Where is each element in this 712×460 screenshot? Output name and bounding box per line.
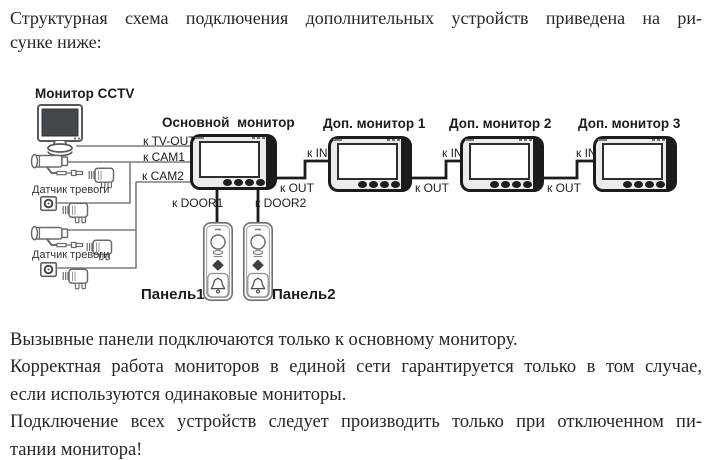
monitor-logo-mark (333, 139, 342, 141)
monitor-top-marks (252, 137, 265, 139)
monitor-screen (199, 141, 260, 178)
monitor-button (245, 179, 254, 186)
monitor-button (645, 181, 654, 188)
cctv-monitor-label: Монитор CCTV (35, 86, 135, 101)
additional-monitor-3 (593, 136, 677, 192)
monitor-button (490, 181, 499, 188)
port-label-cam2: к CAM2 (142, 169, 184, 183)
intro-line-1: Структурная схема подключения дополнител… (10, 8, 702, 28)
monitor-top-marks (519, 139, 532, 141)
port-label-in-dop2: к IN (442, 146, 463, 160)
monitor-screen (337, 143, 398, 180)
monitor-button (223, 179, 232, 186)
cctv-monitor-icon (37, 104, 83, 157)
power-adapter-icon (62, 202, 89, 224)
wire-out-main-to-in1 (275, 159, 330, 180)
alarm-sensor-icon (39, 261, 58, 278)
panel1-label: Панель1 (141, 286, 205, 303)
monitor-button (380, 181, 389, 188)
alarm-sensor-1-label: Датчик тревоги (32, 184, 110, 196)
wire-sensor2-junction (57, 182, 137, 269)
wire-out1-to-in2 (410, 159, 462, 180)
monitor-logo-mark (195, 137, 204, 139)
power-adapter-icon (62, 268, 89, 290)
monitor-button (358, 181, 367, 188)
additional-monitor-2-label: Доп. монитор 2 (449, 116, 552, 131)
note-line-4: Подключение всех устройств следует произ… (10, 412, 702, 433)
monitor-button (501, 181, 510, 188)
port-label-door2: к DOOR2 (255, 196, 307, 210)
monitor-button (369, 181, 378, 188)
monitor-button (234, 179, 243, 186)
monitor-button (623, 181, 632, 188)
main-monitor (190, 134, 277, 190)
additional-monitor-1 (328, 136, 412, 192)
monitor-buttons (490, 181, 532, 188)
monitor-speaker (391, 181, 400, 188)
monitor-top-marks (652, 139, 665, 141)
wire-sensor1-junction (57, 162, 131, 204)
port-label-tv-out: к TV-OUT (143, 134, 196, 148)
monitor-speaker (656, 181, 665, 188)
monitor-button (512, 181, 521, 188)
monitor-buttons (623, 181, 665, 188)
monitor-speaker (256, 179, 265, 186)
monitor-top-marks (387, 139, 400, 141)
alarm-sensor-icon (39, 195, 58, 212)
monitor-buttons (223, 179, 265, 186)
intro-line-2: сунке ниже: (10, 32, 102, 52)
additional-monitor-2 (460, 136, 544, 192)
main-monitor-label: Основной монитор (162, 115, 295, 130)
chain-wires (215, 159, 595, 223)
door-panel1-icon (203, 222, 233, 302)
note-line-5: тании монитора! (10, 439, 143, 460)
wire-out2-to-in3 (542, 159, 595, 180)
port-label-in-dop3: к IN (576, 146, 597, 160)
note-line-2: Корректная работа мониторов в единой сет… (10, 357, 702, 378)
note-line-3: если используются одинаковые мониторы. (10, 384, 347, 405)
door-panel2-icon (243, 222, 274, 302)
monitor-button (634, 181, 643, 188)
intro-paragraph: Структурная схема подключения дополнител… (10, 6, 702, 54)
panel2-label: Панель2 (272, 286, 336, 303)
alarm-sensor-2-label: Датчик тревоги (32, 249, 110, 261)
port-label-cam1: к CAM1 (143, 150, 185, 164)
additional-monitor-1-label: Доп. монитор 1 (323, 116, 426, 131)
bullet-camera-icon (30, 153, 84, 177)
port-label-out-dop2: к OUT (547, 181, 581, 195)
note-line-1: Вызывные панели подключаются только к ос… (10, 330, 518, 350)
monitor-logo-mark (465, 139, 474, 141)
port-label-in-dop1: к IN (307, 146, 328, 160)
port-label-door1: к DOOR1 (172, 196, 224, 210)
monitor-logo-mark (598, 139, 607, 141)
monitor-buttons (358, 181, 400, 188)
monitor-screen (602, 143, 663, 180)
monitor-screen (469, 143, 530, 180)
port-label-out-dop1: к OUT (415, 181, 449, 195)
monitor-speaker (523, 181, 532, 188)
port-label-out-main: к OUT (280, 181, 314, 195)
notes-paragraph: Вызывные панели подключаются только к ос… (10, 327, 702, 460)
additional-monitor-3-label: Доп. монитор 3 (578, 116, 681, 131)
